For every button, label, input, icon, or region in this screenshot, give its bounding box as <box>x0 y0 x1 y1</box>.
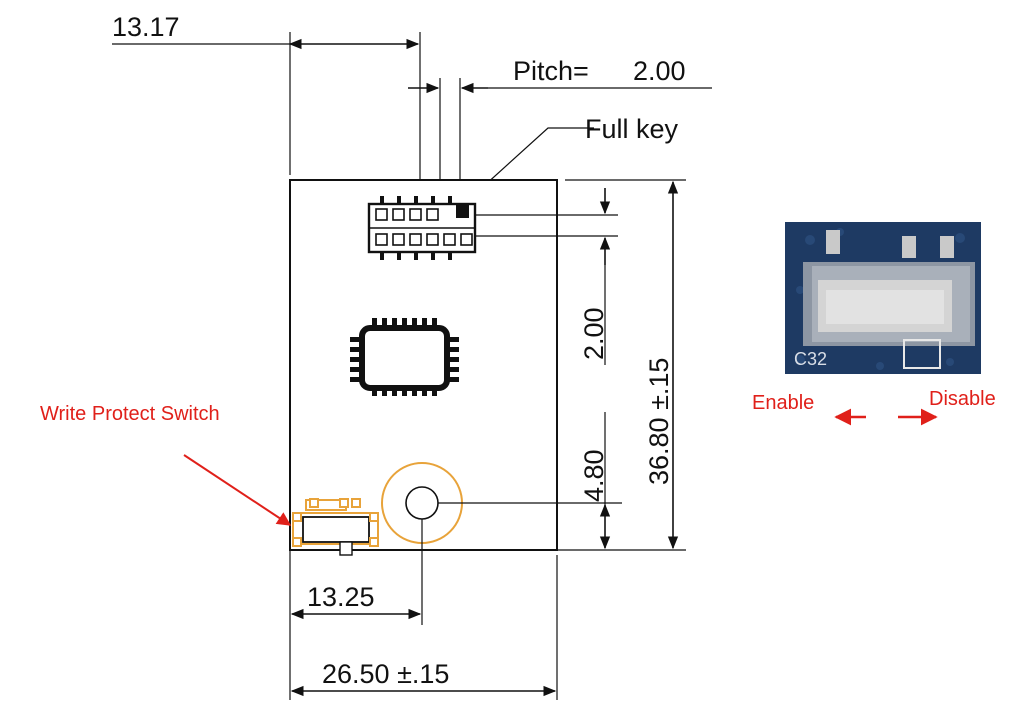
pitch-label: Pitch= <box>513 56 589 86</box>
hole-x-value: 13.25 <box>307 582 375 612</box>
silkscreen-label: C32 <box>794 349 827 369</box>
disable-label: Disable <box>929 388 996 410</box>
pitch-value: 2.00 <box>633 56 686 86</box>
dimension-hole-offset: 4.80 <box>438 412 686 551</box>
width-value: 26.50 ±.15 <box>322 659 449 689</box>
dimension-height: 36.80 ±.15 <box>565 179 686 550</box>
switch-photo: C32 <box>785 222 981 374</box>
offset-top-value: 13.17 <box>112 12 180 42</box>
height-value: 36.80 ±.15 <box>644 358 674 485</box>
pin-header <box>367 196 477 260</box>
pitch-vertical-value: 2.00 <box>579 307 609 360</box>
switch-direction-legend: Enable Disable <box>752 388 996 426</box>
dimension-pitch: Pitch= 2.00 <box>408 56 712 200</box>
write-protect-label: Write Protect Switch <box>40 403 220 425</box>
write-protect-annotation: Write Protect Switch <box>40 403 292 526</box>
hole-offset-value: 4.80 <box>579 449 609 502</box>
dimension-offset-top: 13.17 <box>112 12 421 200</box>
write-protect-switch <box>292 498 379 556</box>
dimension-width: 26.50 ±.15 <box>290 555 558 700</box>
dimension-pitch-vertical: 2.00 <box>475 188 618 365</box>
callout-full-key: Full key <box>462 114 679 206</box>
enable-label: Enable <box>752 392 814 414</box>
controller-chip <box>350 318 459 396</box>
full-key-label: Full key <box>585 114 679 144</box>
dimension-hole-x: 13.25 <box>289 519 423 700</box>
